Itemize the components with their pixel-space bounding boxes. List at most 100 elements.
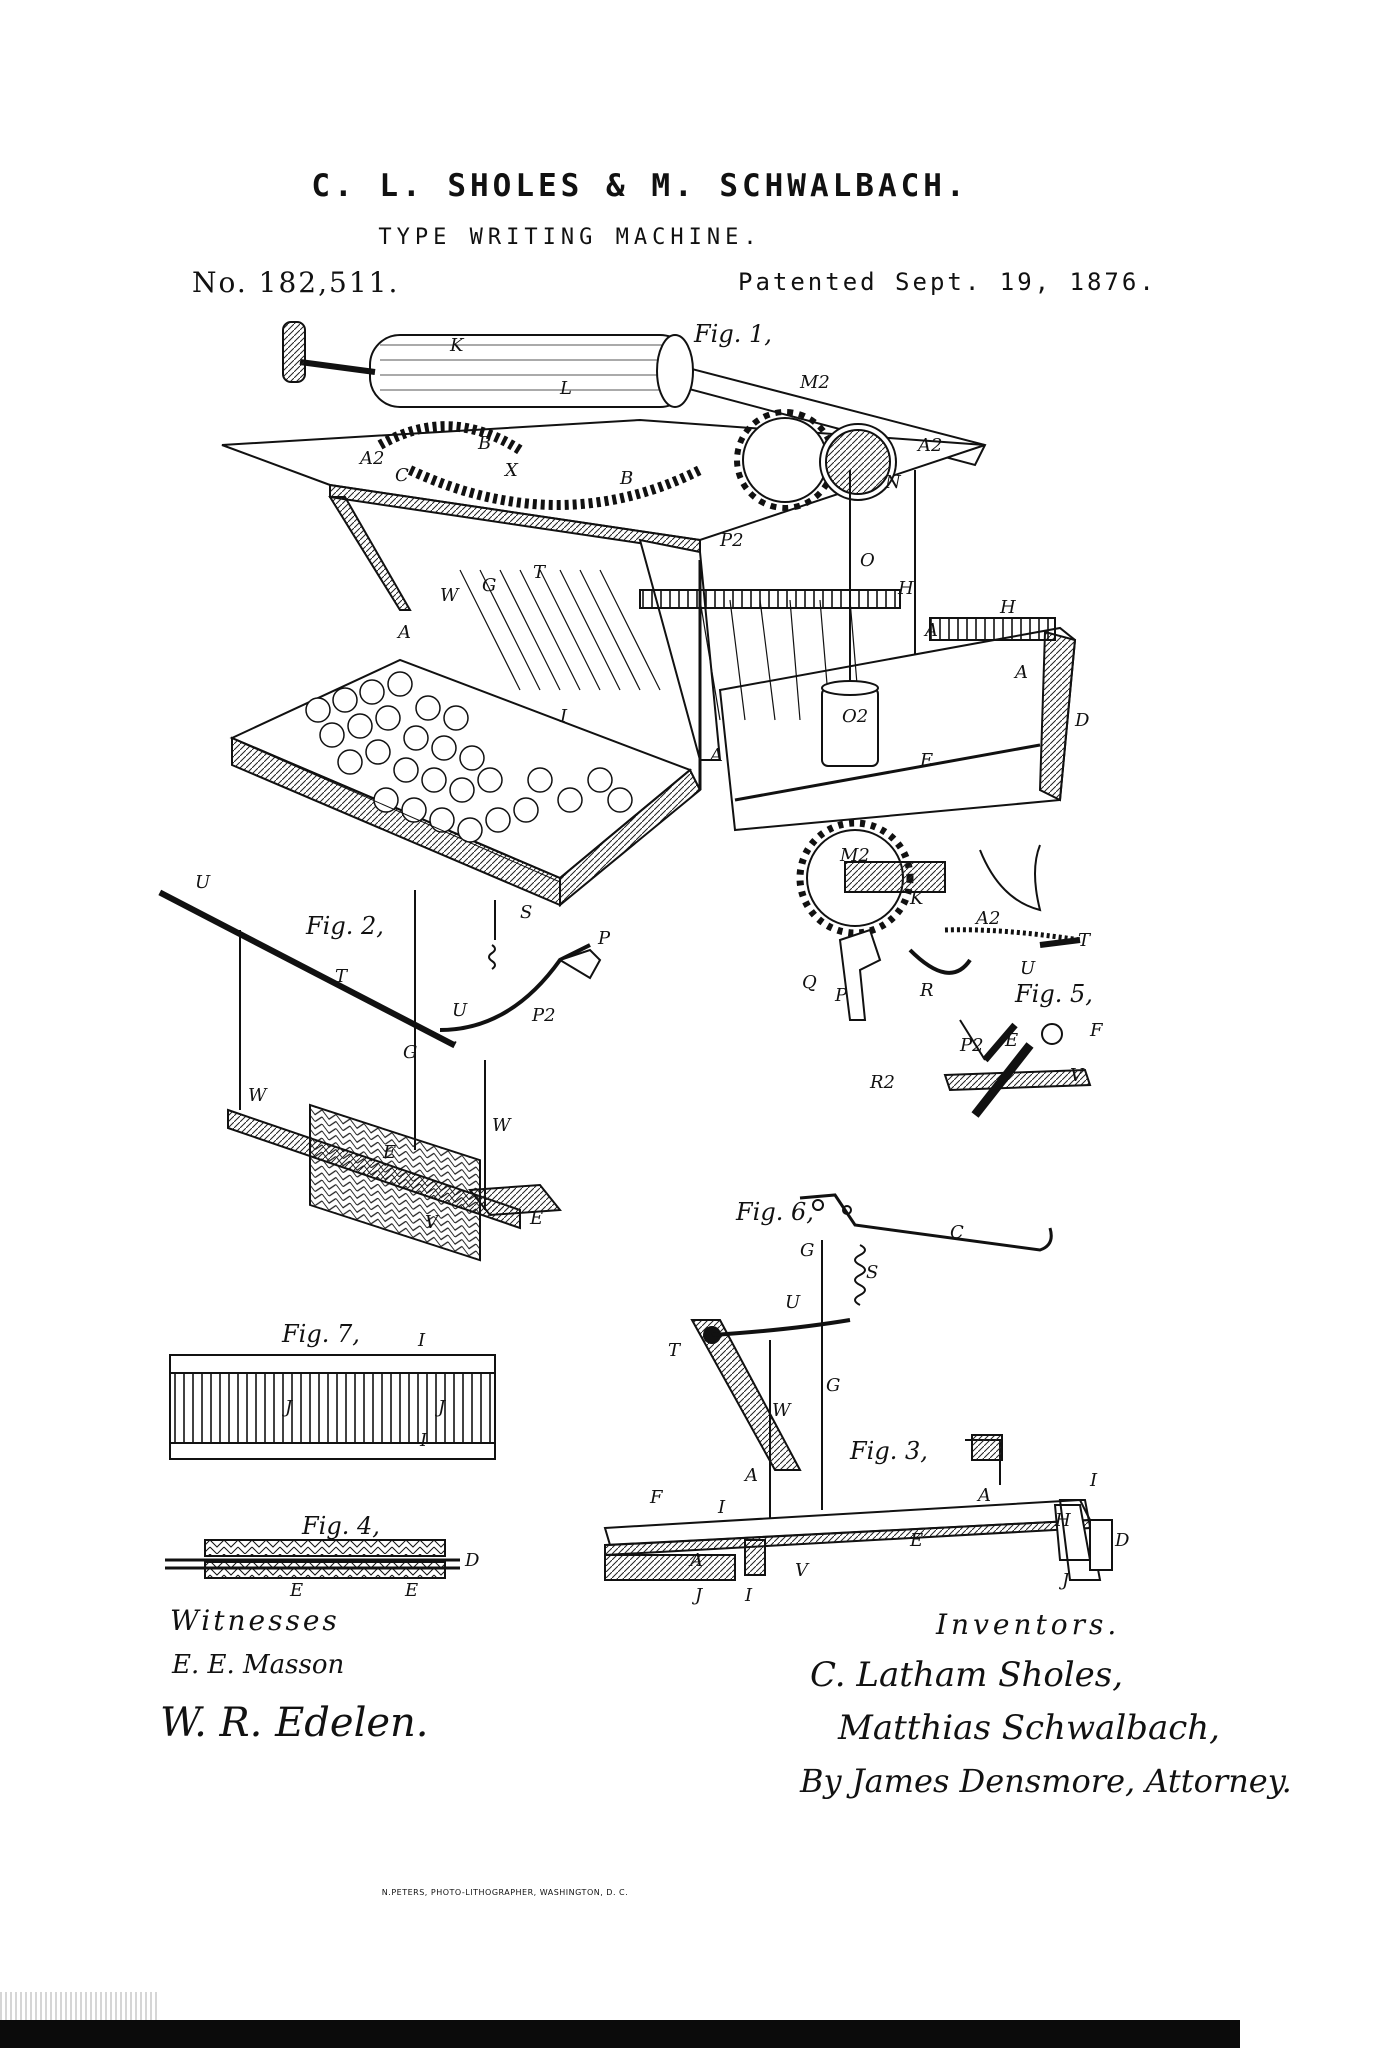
fig3-label-e: E [910,1530,924,1551]
part-label-b: B [478,433,492,454]
part-label-a-comb: A [925,620,938,641]
figure-4-drawing [165,1539,460,1579]
patent-subject: TYPE WRITING MACHINE. [378,225,762,250]
fig6-label-s: S [866,1262,879,1283]
fig5-label-r2: R2 [870,1072,896,1093]
part-label-a2: A2 [360,448,385,469]
fig5-label-r: R [920,980,934,1001]
fig3-label-j: J [695,1585,703,1606]
part-label-w: W [440,585,459,606]
fig2-label-w: W [248,1085,267,1106]
part-label-h-inner: H [898,578,914,599]
part-label-o: O [860,550,875,571]
part-label-g: G [482,575,497,596]
fig3-label-i-right: I [1090,1470,1098,1491]
part-label-x: X [505,460,518,481]
witnesses-heading: Witnesses [170,1604,340,1637]
fig5-label-p: P [835,985,848,1006]
fig3-label-a-base: A [690,1550,703,1571]
fig4-label-d: D [465,1550,480,1571]
figure-6-drawing [799,1193,1053,1252]
fig2-label-e-right: E [530,1208,544,1229]
fig3-label-t: T [668,1340,681,1361]
part-label-a-leg: A [398,622,411,643]
fig2-label-p2: P2 [532,1005,556,1026]
part-label-c: C [395,465,409,486]
inventor-signature-2: Matthias Schwalbach, [838,1708,1220,1748]
part-label-a-base: A [1015,662,1028,683]
part-label-m2: M2 [800,372,830,393]
figure-5-label: Fig. 5, [1015,980,1093,1008]
figure-2-label: Fig. 2, [306,912,384,940]
fig5-label-q: Q [802,972,817,993]
fig2-label-e: E [383,1142,397,1163]
fig5-label-v: V [1070,1065,1083,1086]
printer-imprint: N.PETERS, PHOTO-LITHOGRAPHER, WASHINGTON… [381,1888,629,1897]
figure-4-label: Fig. 4, [302,1512,380,1540]
fig7-label-i-bottom: I [420,1430,428,1451]
scan-edge-noise [0,1992,160,2020]
fig5-label-f: F [1090,1020,1103,1041]
part-label-t: T [533,562,546,583]
fig2-label-u-lever: U [452,1000,468,1021]
witness-signature-2: W. R. Edelen. [160,1700,429,1746]
figure-1-drawing [221,321,1077,908]
part-label-k: K [450,335,464,356]
fig3-label-j-right: J [1062,1570,1070,1591]
fig5-label-u: U [1020,958,1036,979]
patent-date: Patented Sept. 19, 1876. [738,268,1157,296]
figure-6-label: Fig. 6, [736,1198,814,1226]
fig7-label-j: J [285,1397,293,1418]
inventors-heading: Inventors. [936,1608,1121,1641]
part-label-d: D [1075,710,1090,731]
fig3-label-u: U [785,1292,801,1313]
patent-number: No. 182,511. [192,266,400,299]
fig3-label-f: F [650,1487,663,1508]
fig4-label-e-right: E [405,1580,419,1601]
fig2-label-p: P [598,928,611,949]
part-label-p2: P2 [720,530,744,551]
figure-2-drawing [158,887,602,1262]
figure-3-drawing [603,1240,1113,1581]
part-label-b-arc: B [620,468,634,489]
attorney-signature: By James Densmore, Attorney. [800,1762,1292,1800]
fig3-label-v: V [795,1560,808,1581]
part-label-h: H [1000,597,1016,618]
fig7-label-j-right: J [438,1397,446,1418]
fig3-label-a-right: A [978,1485,991,1506]
fig2-label-u: U [195,872,211,893]
fig5-label-a2: A2 [976,908,1001,929]
part-label-i: I [560,706,568,727]
part-label-a2-right: A2 [918,435,943,456]
fig7-label-i-top: I [418,1330,426,1351]
fig3-label-a: A [745,1465,758,1486]
fig5-label-t: T [1078,930,1091,951]
fig3-label-g: G [826,1375,841,1396]
part-label-a-front: A [710,745,723,766]
part-label-o2: O2 [842,706,869,727]
witness-signature-1: E. E. Masson [172,1650,345,1680]
inventor-signature-1: C. Latham Sholes, [810,1655,1124,1695]
fig5-label-m2: M2 [840,845,870,866]
fig3-label-d: D [1115,1530,1130,1551]
figure-1-label: Fig. 1, [694,320,772,348]
inventors-title: C. L. SHOLES & M. SCHWALBACH. [311,168,969,204]
fig5-label-k: K [910,888,924,909]
part-label-l: L [560,378,572,399]
fig5-label-p2: P2 [960,1035,984,1056]
figure-7-label: Fig. 7, [282,1320,360,1348]
figure-3-label: Fig. 3, [850,1437,928,1465]
fig3-label-i: I [718,1497,726,1518]
figure-7-drawing [169,1354,496,1460]
fig3-label-h: H [1055,1510,1071,1531]
fig2-label-v: V [425,1212,438,1233]
fig2-label-g: G [403,1042,418,1063]
scan-bottom-border [0,2020,1240,2048]
figure-5-drawing [796,819,1092,1118]
part-label-n: N [885,472,901,493]
fig2-label-s: S [520,902,533,923]
fig6-label-g: G [800,1240,815,1261]
fig2-label-w-right: W [492,1115,511,1136]
